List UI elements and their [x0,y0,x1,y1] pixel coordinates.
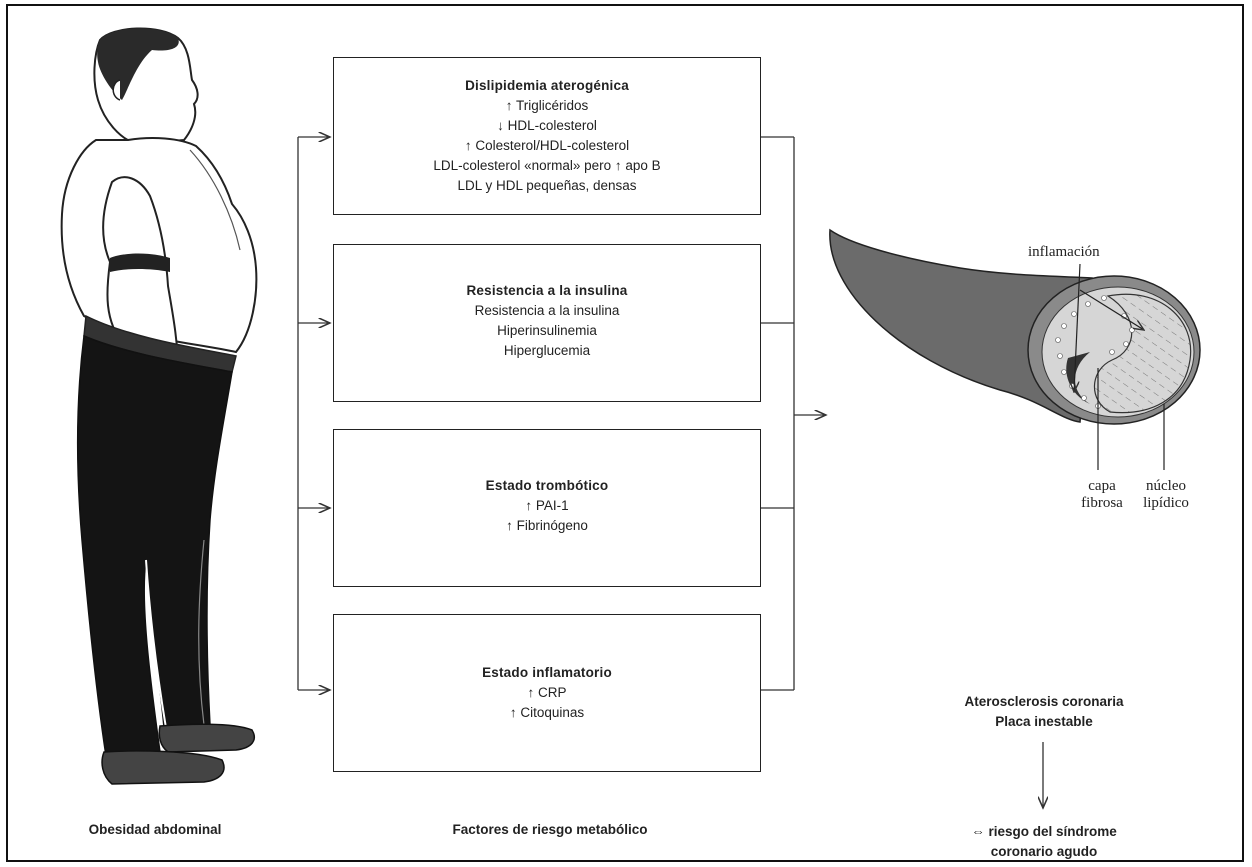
label-nucleo-line2: lipídico [1134,495,1198,512]
label-inflamacion: inflamación [1028,244,1100,261]
box-dislipidemia-title: Dislipidemia aterogénica [334,76,760,96]
artery-plaque-illustration [830,230,1200,470]
box-dislipidemia-line: LDL-colesterol «normal» pero ↑ apo B [334,156,760,176]
caption-factores-riesgo: Factores de riesgo metabólico [400,822,700,837]
box-trombotico-line: ↑ PAI-1 [334,496,760,516]
box-estado-trombotico: Estado trombótico ↑ PAI-1 ↑ Fibrinógeno [333,429,761,587]
box-dislipidemia-line: ↑ Triglicéridos [334,96,760,116]
outcome-line2: Placa inestable [924,712,1164,732]
caption-obesidad-abdominal: Obesidad abdominal [40,822,270,837]
box-dislipidemia-line: LDL y HDL pequeñas, densas [334,176,760,196]
box-insulina-line: Resistencia a la insulina [334,301,760,321]
box-resistencia-insulina: Resistencia a la insulina Resistencia a … [333,244,761,402]
outcome-line1: Aterosclerosis coronaria [924,692,1164,712]
box-insulina-title: Resistencia a la insulina [334,281,760,301]
box-dislipidemia-line: ↓ HDL-colesterol [334,116,760,136]
label-nucleo-line1: núcleo [1134,478,1198,495]
box-inflamatorio-line: ↑ CRP [334,683,760,703]
risk-line1: ⇔ riesgo del síndrome [924,822,1164,842]
box-dislipidemia: Dislipidemia aterogénica ↑ Triglicéridos… [333,57,761,215]
label-nucleo-lipidico: núcleo lipídico [1134,478,1198,512]
box-trombotico-line: ↑ Fibrinógeno [334,516,760,536]
label-capa-line2: fibrosa [1076,495,1128,512]
box-inflamatorio-line: ↑ Citoquinas [334,703,760,723]
outcome-risk: ⇔ riesgo del síndrome coronario agudo [924,822,1164,862]
label-capa-fibrosa: capa fibrosa [1076,478,1128,512]
box-insulina-line: Hiperinsulinemia [334,321,760,341]
obese-man-illustration [62,28,257,784]
box-inflamatorio-title: Estado inflamatorio [334,663,760,683]
box-dislipidemia-line: ↑ Colesterol/HDL-colesterol [334,136,760,156]
box-estado-inflamatorio: Estado inflamatorio ↑ CRP ↑ Citoquinas [333,614,761,772]
label-capa-line1: capa [1076,478,1128,495]
box-insulina-line: Hiperglucemia [334,341,760,361]
right-connector [761,137,826,690]
outcome-atherosclerosis: Aterosclerosis coronaria Placa inestable [924,692,1164,732]
box-trombotico-title: Estado trombótico [334,476,760,496]
left-connector [298,137,330,690]
risk-line2: coronario agudo [924,842,1164,862]
